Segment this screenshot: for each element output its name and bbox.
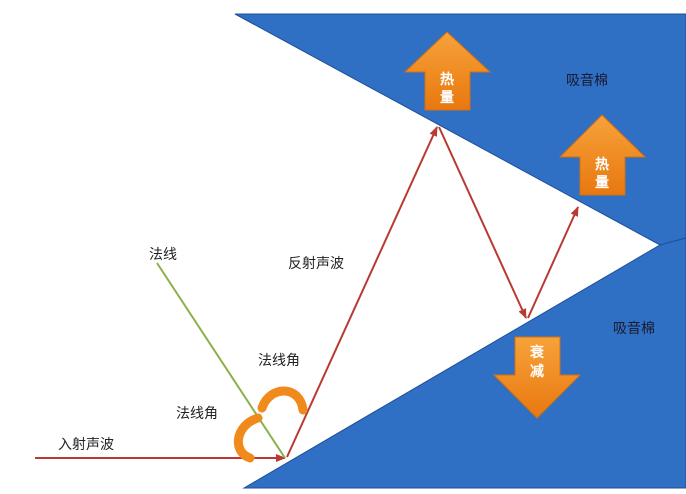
normal-angle-arc-upper: [257, 386, 308, 415]
normal-line: [156, 262, 286, 459]
reflected-wave-ray-3: [527, 206, 579, 319]
reduction-arrow-char-2: 减: [530, 363, 544, 380]
normal-angle-label-upper: 法线角: [258, 353, 300, 369]
absorber-bottom-label: 吸音棉: [613, 320, 655, 337]
incident-wave-label: 入射声波: [58, 437, 114, 453]
normal-line-label: 法线: [149, 247, 177, 263]
heat-arrow-1-char-2: 量: [440, 90, 454, 106]
heat-arrow-2-char-1: 热: [595, 156, 609, 173]
heat-arrow-1-char-1: 热: [440, 71, 454, 88]
reduction-arrow: 衰 减: [492, 336, 582, 419]
normal-angle-label-lower: 法线角: [176, 406, 218, 422]
reflected-wave-ray-1: [286, 126, 438, 458]
heat-arrow-2: 热 量: [558, 114, 647, 196]
heat-arrow-2-char-2: 量: [595, 175, 609, 191]
absorber-bottom-panel: [242, 237, 686, 489]
reflected-wave-ray-2: [438, 126, 527, 319]
reflected-wave-label: 反射声波: [288, 256, 344, 272]
normal-angle-arc-lower: [233, 413, 263, 463]
absorber-top-label: 吸音棉: [566, 72, 608, 89]
heat-arrow-1: 热 量: [403, 31, 492, 111]
absorber-top-panel: [234, 13, 686, 246]
reduction-arrow-char-1: 衰: [529, 344, 545, 361]
